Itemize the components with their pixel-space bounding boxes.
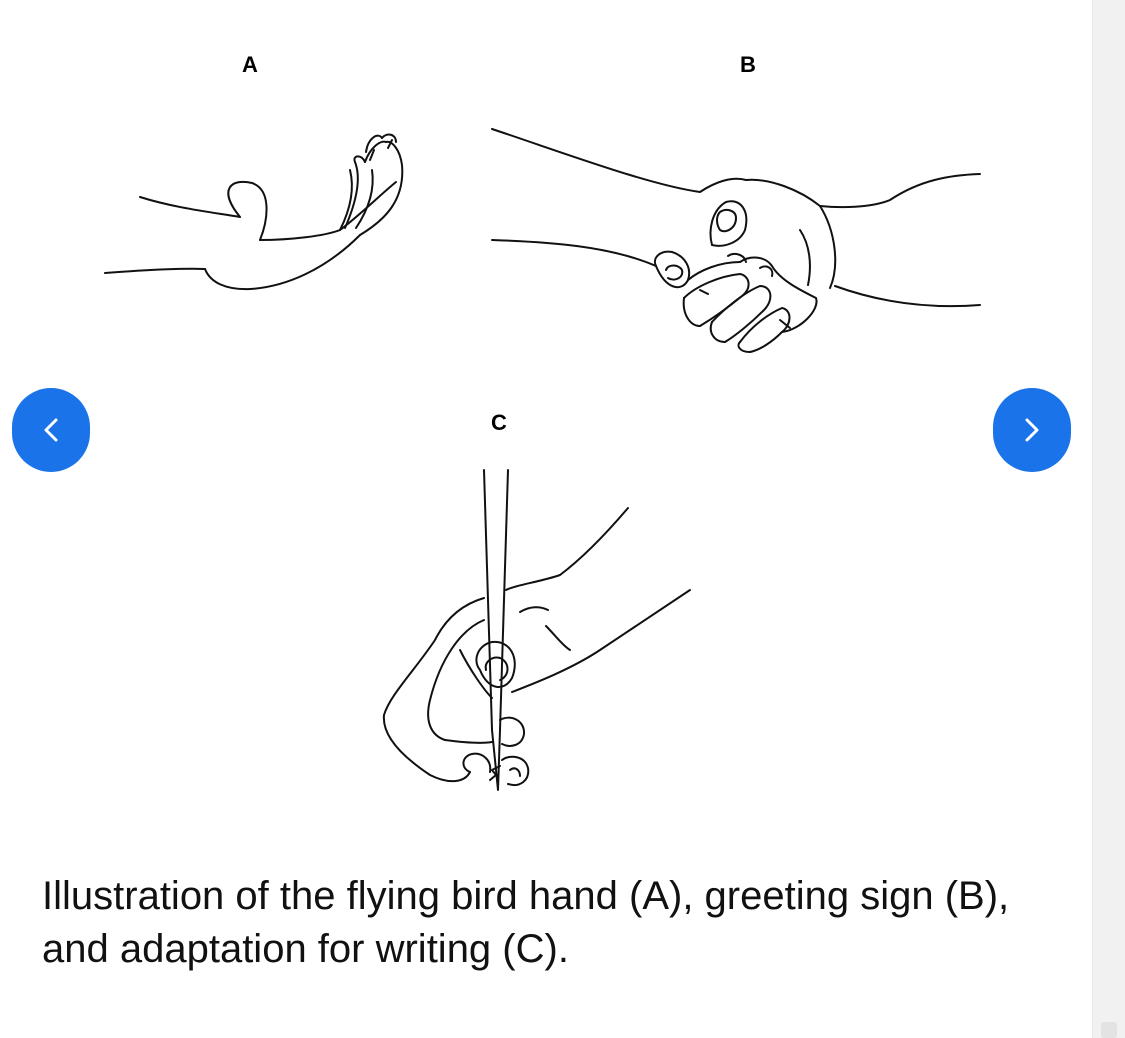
greeting-handshake-drawing — [491, 128, 981, 353]
writing-adaptation-drawing — [382, 469, 691, 791]
previous-image-button[interactable] — [12, 388, 90, 472]
chevron-left-icon — [40, 415, 62, 445]
scrollbar-thumb[interactable] — [1101, 1022, 1117, 1038]
vertical-scrollbar[interactable] — [1092, 0, 1125, 1038]
panel-a: A — [104, 52, 404, 291]
figure-illustration: A — [100, 30, 1000, 830]
chevron-right-icon — [1021, 415, 1043, 445]
image-viewer: A — [12, 30, 1071, 971]
flying-bird-hand-drawing — [104, 133, 404, 291]
panel-label-b: B — [740, 52, 756, 77]
panel-label-a: A — [242, 52, 258, 77]
panel-label-c: C — [491, 410, 507, 435]
figure-caption: Illustration of the flying bird hand (A)… — [42, 874, 1010, 971]
panel-b: B — [491, 52, 981, 353]
panel-c: C — [382, 410, 691, 791]
next-image-button[interactable] — [993, 388, 1071, 472]
